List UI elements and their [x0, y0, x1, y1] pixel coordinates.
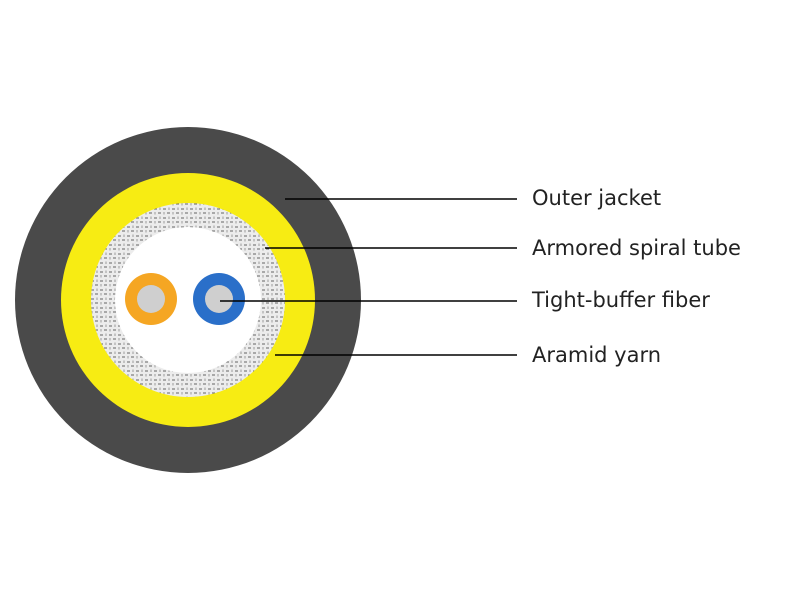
label-aramid-yarn: Aramid yarn [532, 343, 661, 367]
label-armored-spiral-tube: Armored spiral tube [532, 236, 741, 260]
label-outer-jacket: Outer jacket [532, 186, 661, 210]
label-tight-buffer-fiber: Tight-buffer fiber [531, 288, 710, 312]
inner-core [115, 227, 261, 373]
fiber-blue [193, 273, 245, 325]
fiber-orange [125, 273, 177, 325]
